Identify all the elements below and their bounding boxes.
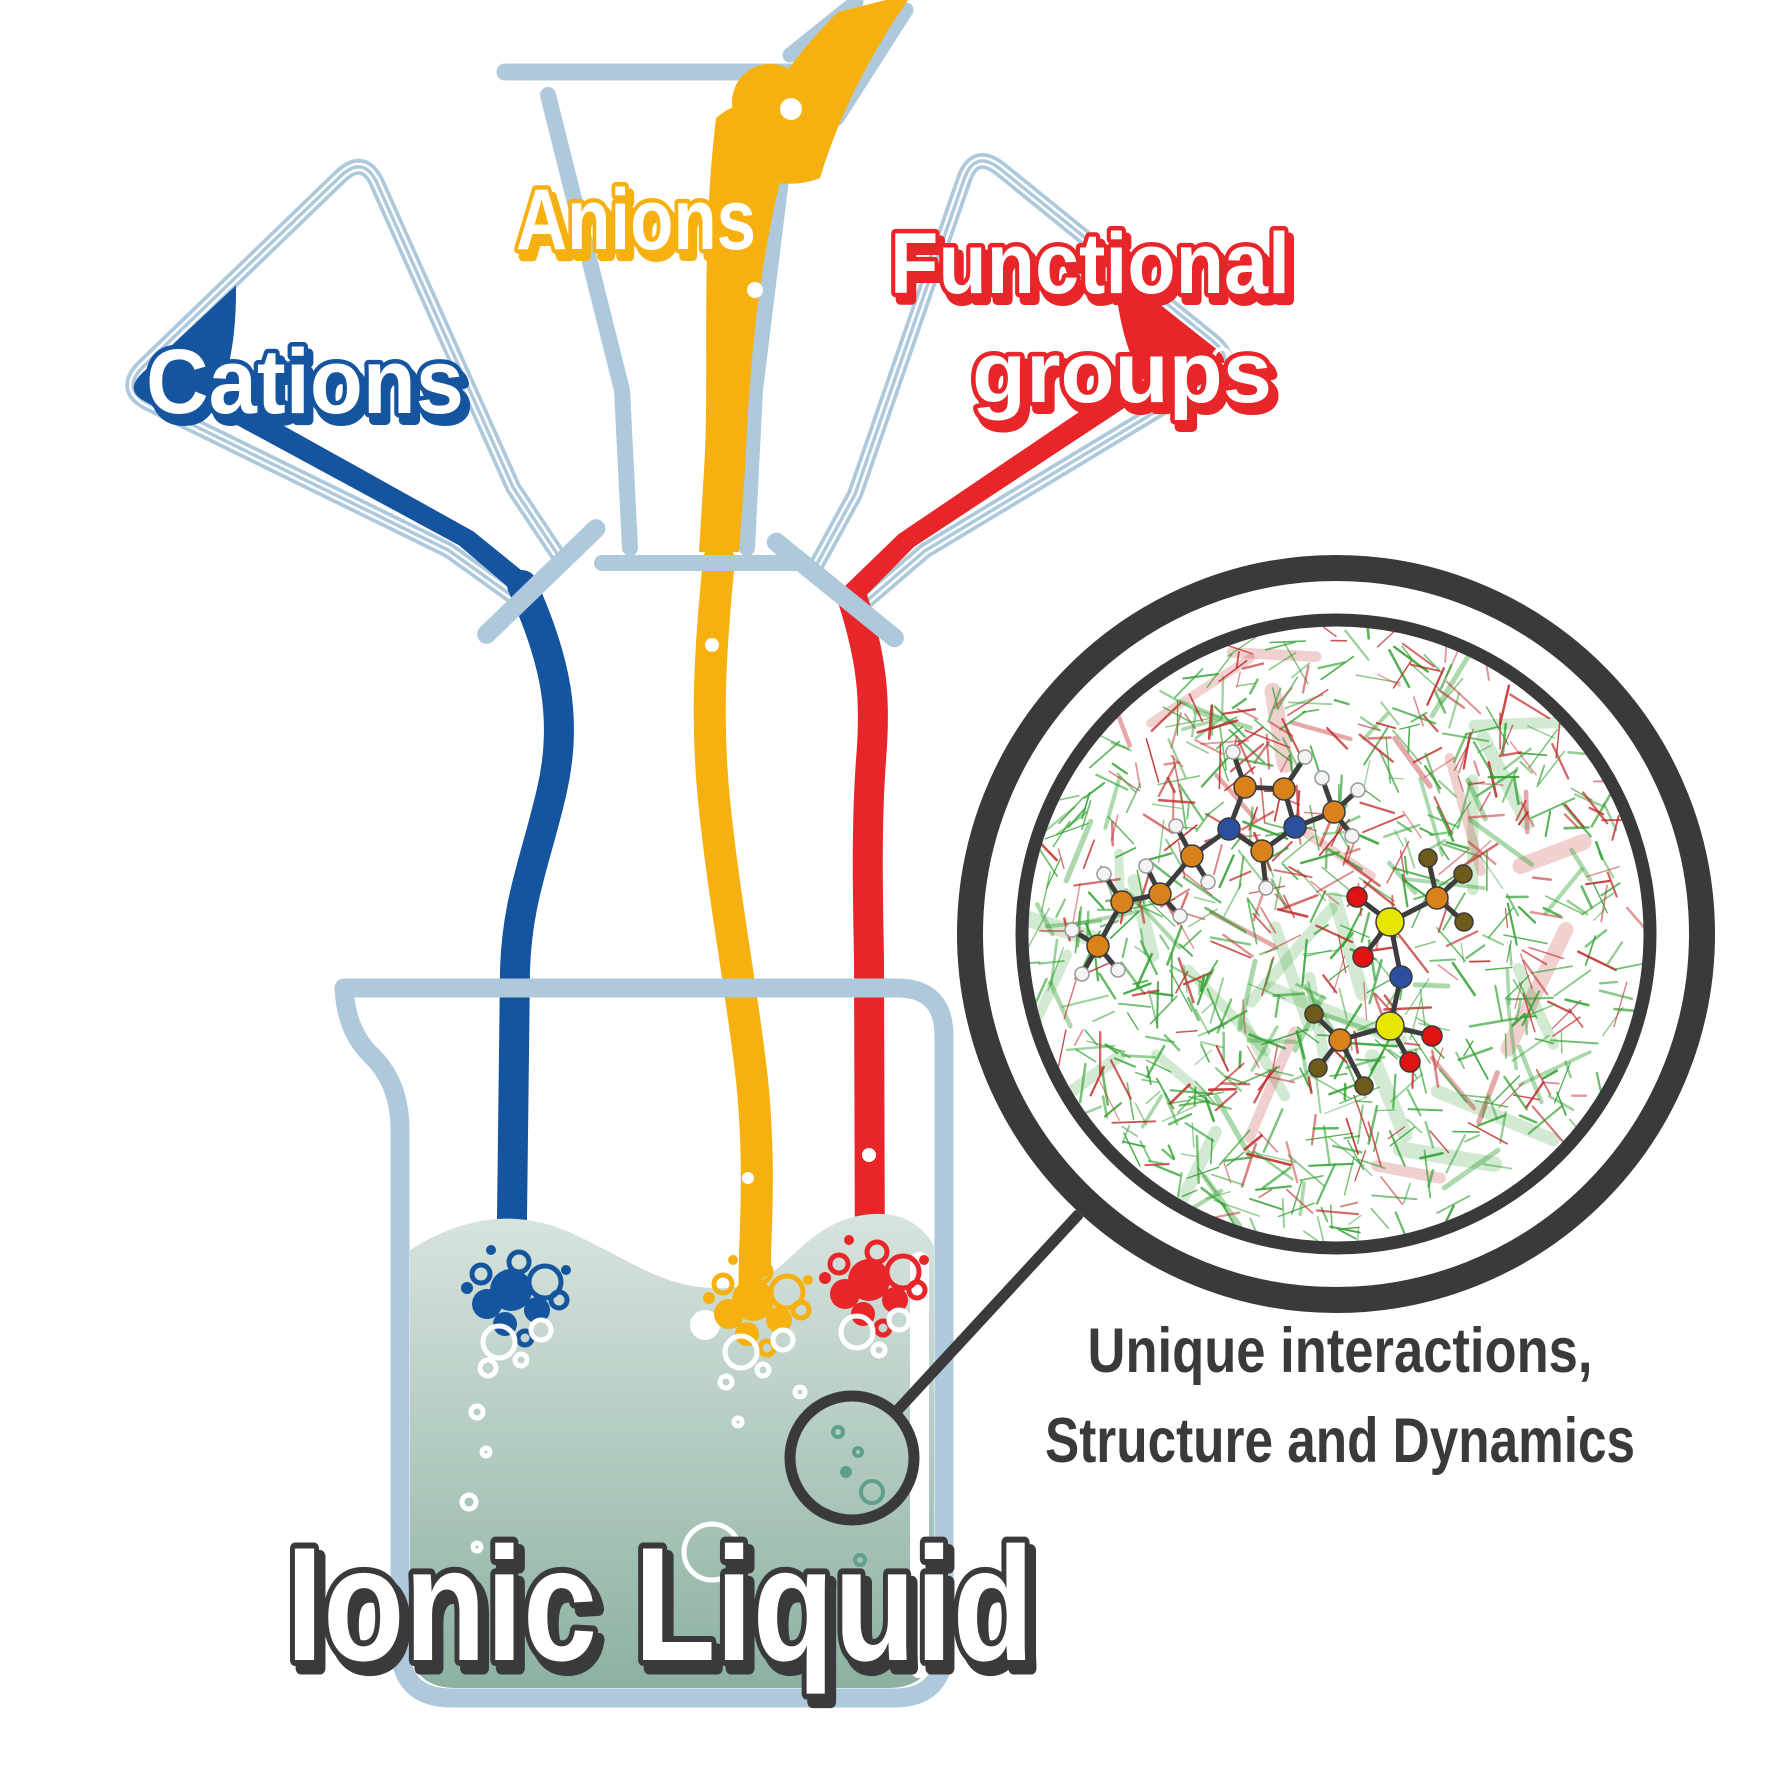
cations-pool-highlights [124,295,161,355]
cations-flask [124,158,606,1315]
magnifier-inner-ring [1015,613,1657,1255]
magnified-view [889,555,1715,1419]
glass-highlight-strip [910,1252,929,1678]
anions-stream-highlights [705,98,876,1184]
cations-label: Cations [146,331,464,433]
wireframe-texture [1028,626,1644,1242]
funnel-left-wall [540,87,638,556]
red-splash-cluster [819,1235,929,1359]
ionic-liquid-fill [410,1213,934,1688]
cations-neck-stream [202,394,538,599]
svg-text:Ionic Liquid: Ionic Liquid [292,1522,1040,1703]
functional-liquid-pool [1113,268,1225,394]
anions-label: Anions [516,172,756,268]
anions-pour-stream [693,544,773,1321]
labels: Cations Cations Anions Anions Functional… [142,168,1636,1710]
ion-pair-molecule [1064,744,1474,1096]
anions-funnel [496,0,914,1321]
blue-splash-cluster [461,1245,571,1369]
beaker-glass [334,978,954,1708]
cations-liquid-pool [133,285,236,415]
svg-text:Anions: Anions [521,179,761,275]
svg-text:Functional: Functional [895,223,1295,319]
svg-text:groups: groups [977,332,1277,428]
ionic-liquid-label: Ionic Liquid [286,1514,1034,1695]
yellow-splash-cluster [703,1255,813,1379]
caption-line1: Unique interactions, [1088,1316,1593,1386]
funnel-right-wall [739,82,800,556]
functional-pool-highlights [1194,315,1255,376]
cations-pour-stream [496,570,574,1315]
svg-text:Cations: Cations [151,338,469,440]
magnifier-outer-ring [957,555,1715,1313]
splash-bubbles [461,1235,929,1379]
liquid-bubbles [459,1310,808,1583]
functional-label-line1: Functional [890,216,1290,312]
caption-line2: Structure and Dynamics [1045,1406,1635,1476]
cations-flask-rim [477,519,606,644]
functional-neck-stream [839,376,1158,606]
magnifier-source-circle [784,1390,920,1614]
functional-pour-stream [838,585,888,1310]
anions-funnel-ribbon [699,102,796,552]
magnifier-connector-line [889,1209,1084,1419]
functional-label-line2: groups [972,325,1272,421]
beaker [334,978,954,1708]
